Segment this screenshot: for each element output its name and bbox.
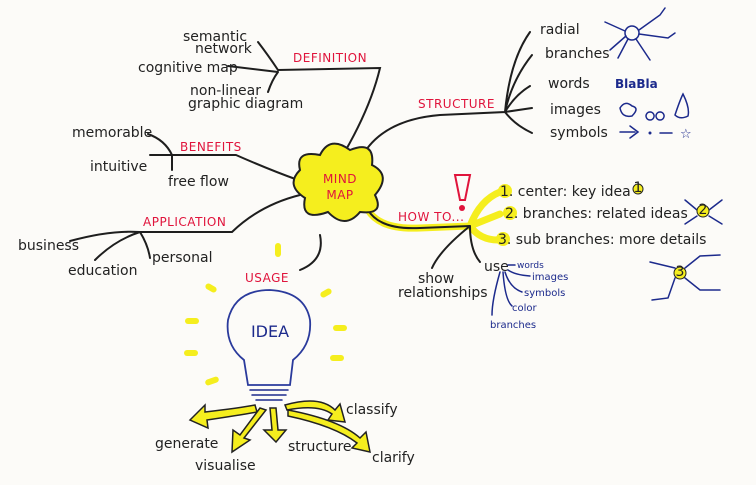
application-item: personal	[152, 250, 212, 266]
definition-item: graphic diagram	[188, 96, 303, 112]
svg-text:☆: ☆	[680, 127, 692, 142]
application-title: APPLICATION	[143, 215, 226, 229]
exclamation-icon	[453, 174, 472, 201]
howto-step: 3. sub branches: more details	[498, 232, 706, 248]
center-line2: MAP	[326, 188, 353, 202]
usage-item: clarify	[372, 450, 415, 466]
idea-label: IDEA	[251, 322, 289, 341]
show-relationships-line2: relationships	[398, 285, 488, 301]
step-badge-2: 2	[684, 199, 723, 225]
howto-step: 1. center: key idea	[500, 184, 631, 200]
images-sketch-icon	[619, 92, 690, 121]
use-item: color	[512, 303, 538, 314]
exclamation-dot-icon	[459, 205, 465, 211]
structure-item: radial	[540, 22, 580, 38]
structure-item: symbols	[550, 125, 608, 141]
definition-item: semantic	[183, 29, 247, 45]
usage-title: USAGE	[245, 271, 289, 285]
usage-item: generate	[155, 436, 218, 452]
center-line1: MIND	[323, 172, 357, 186]
lightbulb-icon	[184, 243, 347, 401]
application-item: education	[68, 263, 137, 279]
usage-item: visualise	[195, 458, 256, 474]
usage-arrows	[188, 400, 371, 454]
radial-sketch-icon	[604, 7, 676, 61]
definition-item: network	[195, 41, 253, 57]
howto-step: 2. branches: related ideas	[505, 206, 688, 222]
usage-item: structure	[288, 439, 352, 455]
structure-item: images	[550, 102, 601, 118]
benefits-item: free flow	[168, 174, 229, 190]
use-label: use	[484, 259, 509, 275]
structure-item: words	[548, 76, 590, 92]
benefits-item: memorable	[72, 125, 152, 141]
definition-item: cognitive map	[138, 60, 238, 76]
benefits-item: intuitive	[90, 159, 147, 175]
show-relationships-line1: show	[418, 271, 454, 287]
branch-lines	[69, 31, 533, 271]
svg-text:2: 2	[699, 202, 708, 218]
benefits-title: BENEFITS	[180, 140, 242, 154]
step-badge-3: 3	[649, 254, 721, 301]
use-item: images	[532, 272, 568, 283]
svg-text:1: 1	[634, 180, 643, 196]
svg-text:3: 3	[676, 264, 685, 280]
use-item: words	[517, 261, 544, 271]
structure-title: STRUCTURE	[418, 97, 495, 111]
definition-title: DEFINITION	[293, 51, 367, 65]
howto-title: HOW TO...	[398, 210, 464, 224]
use-item: branches	[490, 320, 536, 331]
center-node: MIND MAP	[292, 142, 384, 222]
use-item: symbols	[524, 288, 565, 299]
structure-item: branches	[545, 46, 610, 62]
definition-item: non-linear	[190, 83, 261, 99]
words-example: BlaBla	[615, 77, 658, 91]
usage-item: classify	[346, 402, 398, 418]
application-item: business	[18, 238, 79, 254]
symbols-sketch-icon: ☆	[619, 125, 692, 142]
step-badge-1: 1	[632, 180, 644, 196]
